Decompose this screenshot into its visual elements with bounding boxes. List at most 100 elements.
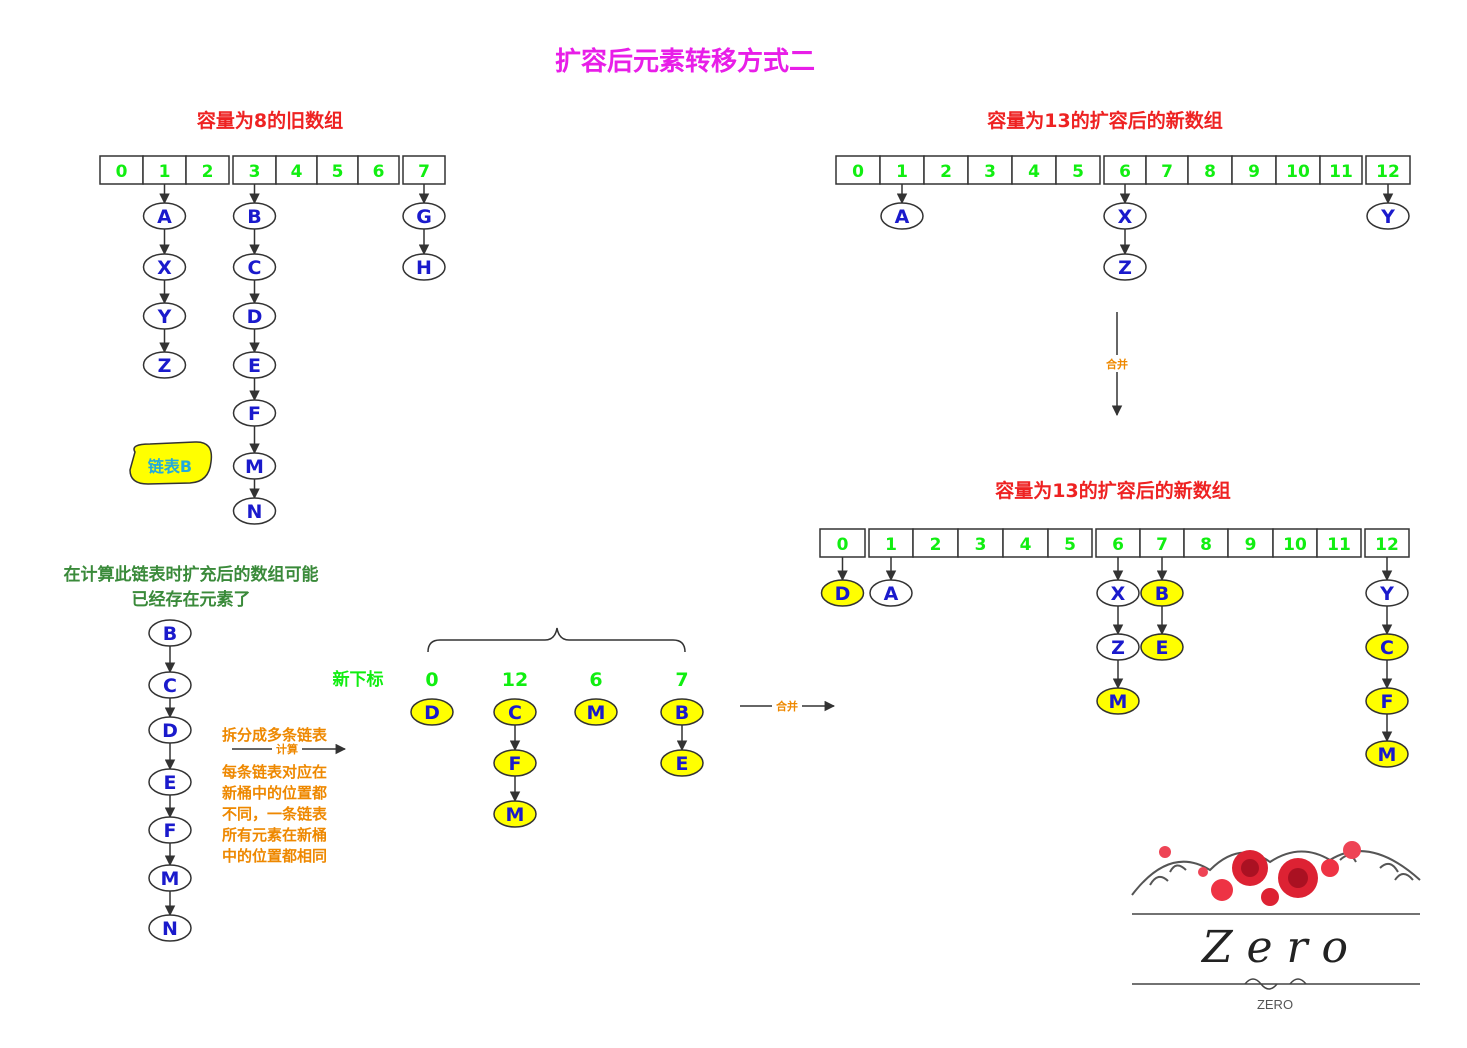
new-index-6: 6	[589, 669, 602, 691]
group-6-node-0-label: M	[587, 702, 606, 724]
old-node-3-2-label: D	[247, 306, 263, 328]
bottom-cell-1	[868, 528, 914, 558]
old-cell-7	[402, 155, 446, 185]
bottom-index-3: 3	[975, 535, 987, 555]
merge-label-horizontal: 合并	[776, 699, 798, 713]
old-node-3-4-label: F	[248, 403, 261, 425]
bottom-index-5: 5	[1064, 535, 1076, 555]
group-0-node-0	[410, 698, 454, 726]
bottom-index-8: 8	[1200, 535, 1212, 555]
split-desc-line-3: 所有元素在新桶	[222, 826, 327, 844]
old-index-6: 6	[373, 162, 385, 182]
chain-b-node-4-label: F	[164, 820, 177, 842]
bottom-node-12-2-label: F	[1381, 691, 1394, 713]
new-index-label: 新下标	[333, 669, 384, 690]
top-node-6-0-label: X	[1118, 206, 1133, 228]
top-index-8: 8	[1204, 162, 1216, 182]
old-node-1-0-label: A	[157, 206, 172, 228]
merge-label-vertical: 合并	[1106, 357, 1128, 371]
rose-ornament	[1131, 841, 1421, 990]
old-cell-4	[275, 155, 318, 185]
bottom-cell-7	[1139, 528, 1185, 558]
top-index-9: 9	[1248, 162, 1260, 182]
bottom-node-7-0-label: B	[1155, 583, 1169, 605]
bottom-index-11: 11	[1327, 535, 1351, 555]
split-action-label: 拆分成多条链表	[222, 726, 328, 744]
bottom-index-9: 9	[1245, 535, 1257, 555]
old-index-2: 2	[202, 162, 214, 182]
top-cell-8	[1187, 155, 1233, 185]
group-7-node-1	[660, 749, 704, 777]
old-node-1-2-label: Y	[157, 306, 172, 328]
new-index-7: 7	[675, 669, 688, 691]
group-brace	[427, 627, 686, 653]
new-index-0: 0	[425, 669, 438, 691]
bottom-node-6-2-label: M	[1109, 691, 1128, 713]
logo-caption: ZERO	[1257, 997, 1293, 1012]
split-desc-line-1: 新桶中的位置都	[222, 784, 327, 802]
top-node-6-1	[1103, 253, 1147, 281]
bottom-node-1-0	[869, 579, 913, 607]
bottom-index-6: 6	[1112, 535, 1124, 555]
top-cell-0	[835, 155, 881, 185]
merge-arrow-horizontal: 合并	[740, 699, 836, 713]
chain-b-node-2-label: D	[162, 720, 178, 742]
group-12-node-1-label: F	[509, 753, 522, 775]
bottom-node-6-0-label: X	[1111, 583, 1126, 605]
top-index-5: 5	[1072, 162, 1084, 182]
bottom-node-7-1	[1140, 633, 1184, 661]
old-index-0: 0	[116, 162, 128, 182]
bottom-node-6-2	[1096, 687, 1140, 715]
chain-b-node-6	[148, 914, 192, 942]
group-7-node-1-label: E	[676, 753, 689, 775]
bottom-node-0-0-label: D	[835, 583, 851, 605]
old-cell-6	[357, 155, 400, 185]
old-index-4: 4	[291, 162, 303, 182]
merge-arrow-vertical: 合并	[1106, 312, 1128, 417]
group-12-node-0-label: C	[508, 702, 522, 724]
chain-b-callout: 链表B	[129, 441, 213, 485]
bottom-cell-5	[1047, 528, 1093, 558]
group-0-node-0-label: D	[424, 702, 440, 724]
new-array-bottom-heading: 容量为13的扩容后的新数组	[995, 479, 1230, 502]
top-index-11: 11	[1329, 162, 1353, 182]
old-index-3: 3	[249, 162, 261, 182]
chain-b-node-3-label: E	[164, 772, 177, 794]
bottom-node-12-3	[1365, 740, 1409, 768]
top-index-12: 12	[1376, 162, 1400, 182]
group-6-node-0	[574, 698, 618, 726]
old-node-3-1-label: C	[248, 257, 262, 279]
old-node-3-3-label: E	[248, 355, 261, 377]
top-index-0: 0	[852, 162, 864, 182]
old-array-heading: 容量为8的旧数组	[197, 109, 343, 132]
bottom-index-12: 12	[1375, 535, 1399, 555]
top-node-1-0	[880, 202, 924, 230]
chain-b-node-5-label: M	[161, 868, 180, 890]
old-node-3-6	[232, 497, 277, 525]
bottom-node-1-0-label: A	[884, 583, 899, 605]
new-index-12: 12	[502, 669, 528, 691]
bottom-node-12-1-label: C	[1380, 637, 1394, 659]
bottom-index-4: 4	[1020, 535, 1032, 555]
top-index-6: 6	[1119, 162, 1131, 182]
logo-word: Z e r o	[1200, 922, 1348, 973]
old-node-3-0-label: B	[247, 206, 261, 228]
existing-elements-note: 在计算此链表时扩充后的数组可能 已经存在元素了	[64, 564, 319, 610]
bottom-index-2: 2	[930, 535, 942, 555]
bottom-node-0-0	[820, 579, 865, 607]
bottom-index-0: 0	[837, 535, 849, 555]
old-node-7-1-label: H	[416, 257, 432, 279]
bottom-index-7: 7	[1156, 535, 1168, 555]
top-index-2: 2	[940, 162, 952, 182]
old-node-3-6-label: N	[247, 501, 263, 523]
split-desc-line-4: 中的位置都相同	[222, 847, 327, 865]
page-title: 扩容后元素转移方式二	[555, 46, 815, 77]
old-cell-2	[185, 155, 230, 185]
split-desc-line-0: 每条链表对应在	[222, 763, 327, 781]
top-cell-11	[1319, 155, 1363, 185]
old-node-7-1	[402, 253, 446, 281]
top-node-12-0	[1366, 202, 1410, 230]
